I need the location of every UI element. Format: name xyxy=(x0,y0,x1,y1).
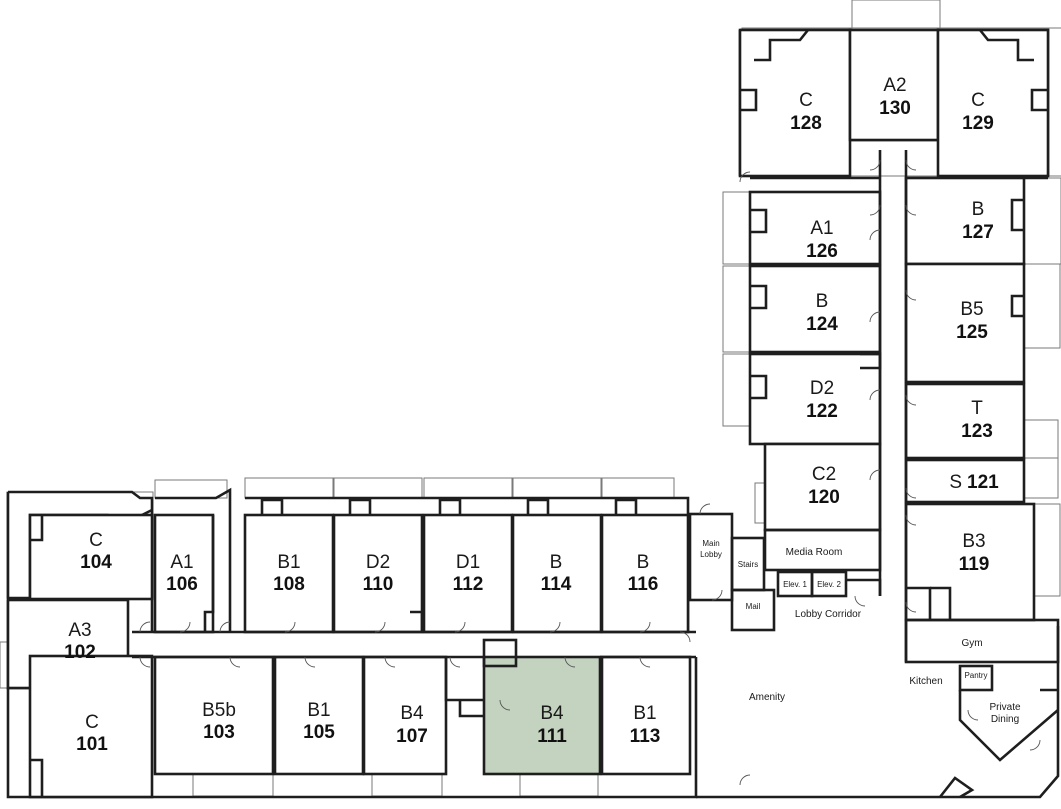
elevator-2-label: Elev. 2 xyxy=(817,580,841,589)
room-112 xyxy=(422,513,514,634)
room-123 xyxy=(904,382,1026,460)
unit-number-122: 122 xyxy=(806,401,838,422)
unit-type-129: C xyxy=(971,90,985,111)
unit-type-122: D2 xyxy=(810,378,834,399)
unit-type-120: C2 xyxy=(812,464,836,485)
room-107 xyxy=(362,655,448,776)
unit-type-113: B1 xyxy=(633,703,656,724)
pantry-label: Pantry xyxy=(964,671,987,680)
room-124 xyxy=(748,264,882,354)
room-116 xyxy=(600,513,690,634)
unit-number-124: 124 xyxy=(806,314,838,335)
room-113 xyxy=(600,655,692,776)
unit-rooms xyxy=(6,28,1050,799)
unit-type-112: D1 xyxy=(456,552,480,573)
lobby-corridor-label: Lobby Corridor xyxy=(795,609,862,620)
main-lobby-label-2: Lobby xyxy=(700,550,722,559)
unit-type-102: A3 xyxy=(68,620,91,641)
unit-number-105: 105 xyxy=(303,722,335,743)
unit-number-126: 126 xyxy=(806,241,838,262)
room-125 xyxy=(904,262,1026,384)
unit-number-127: 127 xyxy=(962,222,994,243)
unit-type-106: A1 xyxy=(170,552,193,573)
unit-number-102: 102 xyxy=(64,642,96,663)
unit-type-107: B4 xyxy=(400,703,424,724)
unit-type-128: C xyxy=(799,90,813,111)
unit-number-114: 114 xyxy=(541,574,572,595)
room-101 xyxy=(28,654,154,799)
unit-number-112: 112 xyxy=(453,574,484,595)
room-105 xyxy=(273,655,365,776)
unit-type-127: B xyxy=(972,199,985,220)
unit-number-106: 106 xyxy=(166,574,198,595)
main-lobby-label-1: Main xyxy=(702,539,719,548)
room-126 xyxy=(748,190,882,266)
unit-type-123: T xyxy=(971,398,983,419)
room-114 xyxy=(511,513,603,634)
room-108 xyxy=(243,513,335,634)
unit-number-107: 107 xyxy=(396,726,428,747)
unit-number-125: 125 xyxy=(956,322,988,343)
mail-label: Mail xyxy=(746,602,761,611)
room-129 xyxy=(936,28,1050,178)
unit-type-124: B xyxy=(816,291,829,312)
doors xyxy=(139,159,1041,786)
unit-type-119: B3 xyxy=(962,531,985,552)
room-103 xyxy=(153,655,275,776)
room-111 xyxy=(482,655,602,776)
room-130 xyxy=(848,28,940,142)
unit-type-101: C xyxy=(85,712,99,733)
unit-number-116: 116 xyxy=(628,574,659,595)
room-121 xyxy=(904,458,1026,504)
gym-label: Gym xyxy=(961,638,982,649)
elevator-2 xyxy=(810,570,848,598)
unit-type-114: B xyxy=(550,552,563,573)
unit-number-113: 113 xyxy=(630,726,661,747)
unit-type-121: S xyxy=(949,472,962,493)
room-104 xyxy=(28,513,154,601)
unit-number-111: 111 xyxy=(537,726,567,747)
mail xyxy=(730,588,776,632)
unit-type-126: A1 xyxy=(810,218,833,239)
unit-type-130: A2 xyxy=(883,75,906,96)
unit-labels: C 104 A3 102 C 101 A1 106 B1 108 D2 110 … xyxy=(64,75,999,755)
kitchen-label: Kitchen xyxy=(909,676,942,687)
room-127 xyxy=(904,176,1026,266)
media-room-label: Media Room xyxy=(786,547,843,558)
elevator-1-label: Elev. 1 xyxy=(783,580,807,589)
unit-number-121: 121 xyxy=(967,472,999,493)
unit-number-130: 130 xyxy=(879,98,911,119)
unit-number-101: 101 xyxy=(76,734,108,755)
unit-type-103: B5b xyxy=(202,700,236,721)
unit-type-108: B1 xyxy=(277,552,300,573)
unit-type-116: B xyxy=(637,552,650,573)
unit-number-108: 108 xyxy=(273,574,305,595)
amenity-labels: Main Lobby Stairs Mail Media Room Elev. … xyxy=(700,539,1021,725)
unit-number-129: 129 xyxy=(962,113,994,134)
unit-number-120: 120 xyxy=(808,487,840,508)
unit-number-103: 103 xyxy=(203,722,235,743)
private-dining-label-1: Private xyxy=(989,702,1021,713)
unit-number-123: 123 xyxy=(961,421,993,442)
unit-type-125: B5 xyxy=(960,299,983,320)
unit-number-104: 104 xyxy=(80,552,112,573)
corridor-walls xyxy=(132,150,908,662)
amenity-label: Amenity xyxy=(749,692,785,703)
pantry xyxy=(958,664,994,692)
unit-type-110: D2 xyxy=(366,552,390,573)
unit-number-119: 119 xyxy=(959,554,990,575)
stairs-label: Stairs xyxy=(738,560,758,569)
unit-type-104: C xyxy=(89,530,103,551)
unit-type-105: B1 xyxy=(307,700,330,721)
unit-number-128: 128 xyxy=(790,113,822,134)
unit-number-110: 110 xyxy=(363,574,394,595)
private-dining-label-2: Dining xyxy=(991,714,1019,725)
unit-type-111: B4 xyxy=(540,703,564,724)
